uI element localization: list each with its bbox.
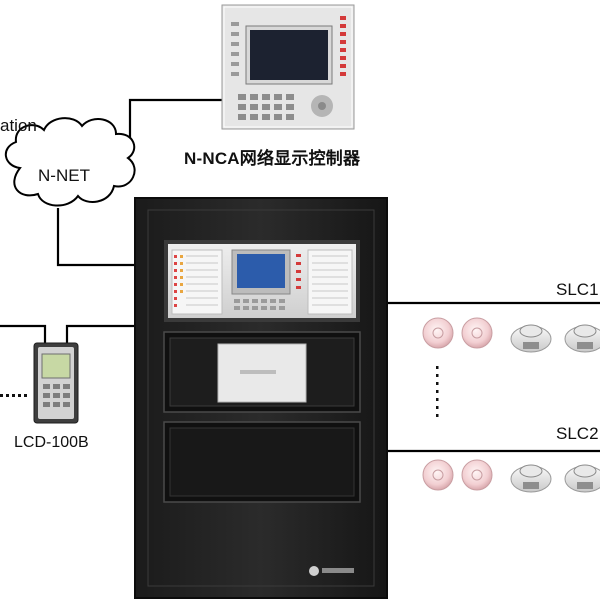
- cabinet-red-indicators: [296, 254, 301, 289]
- lcd-100b-label: LCD-100B: [14, 434, 89, 451]
- cabinet-lower-compartment: [163, 421, 361, 503]
- nnca-red-indicators: [340, 16, 346, 76]
- slc2-heat-detector-1: [510, 464, 552, 493]
- lcd-100b-annunciator: [33, 342, 79, 424]
- nnca-keypad: [238, 94, 333, 120]
- slc1-heat-detector-1: [510, 324, 552, 353]
- nnca-side-keys: [231, 22, 239, 76]
- slc1-smoke-detector-2: [461, 317, 493, 349]
- lcd-100b-screen: [41, 353, 71, 379]
- cabinet-printer-section: [163, 331, 361, 413]
- cloud-label: N-NET: [38, 166, 90, 185]
- slc2-devices: [422, 459, 600, 493]
- cloud-to-cabinet-wire: [56, 208, 150, 267]
- printer-slot: [240, 370, 276, 374]
- slc2-smoke-detector-2: [461, 459, 493, 491]
- slc2-heat-detector-2: [564, 464, 600, 493]
- cabinet-keypad: [234, 299, 285, 310]
- slc-continuation-dots: [436, 366, 439, 417]
- brand-logo-icon: [309, 566, 319, 576]
- lcd-to-cabinet-wire: [65, 324, 150, 343]
- wiring: [0, 98, 600, 453]
- nnca-screen: [250, 30, 328, 80]
- n-net-cloud: N-NET: [5, 117, 136, 207]
- network-label: ation: [0, 116, 37, 135]
- control-cabinet: [134, 197, 388, 599]
- zone-indicator-column-right: [307, 249, 353, 315]
- slc2-label: SLC2: [556, 424, 599, 443]
- cabinet-lcd-screen: [237, 254, 285, 288]
- nnca-label: N-NCA网络显示控制器: [184, 149, 361, 168]
- slc1-heat-detector-2: [564, 324, 600, 353]
- lcd-100b-buttons: [43, 384, 70, 407]
- slc1-label: SLC1: [556, 280, 599, 299]
- nnca-controller: [221, 4, 355, 130]
- lcd-continuation-dots: [0, 394, 27, 397]
- nnca-to-cloud-wire: [128, 98, 222, 145]
- zone-indicator-column-left: [171, 249, 223, 315]
- cabinet-control-panel: [164, 240, 360, 322]
- slc1-smoke-detector-1: [422, 317, 454, 349]
- slc1-devices: [422, 317, 600, 353]
- lcd-left-wire: [0, 324, 47, 343]
- slc2-smoke-detector-1: [422, 459, 454, 491]
- cabinet-brand-badge: [309, 566, 354, 576]
